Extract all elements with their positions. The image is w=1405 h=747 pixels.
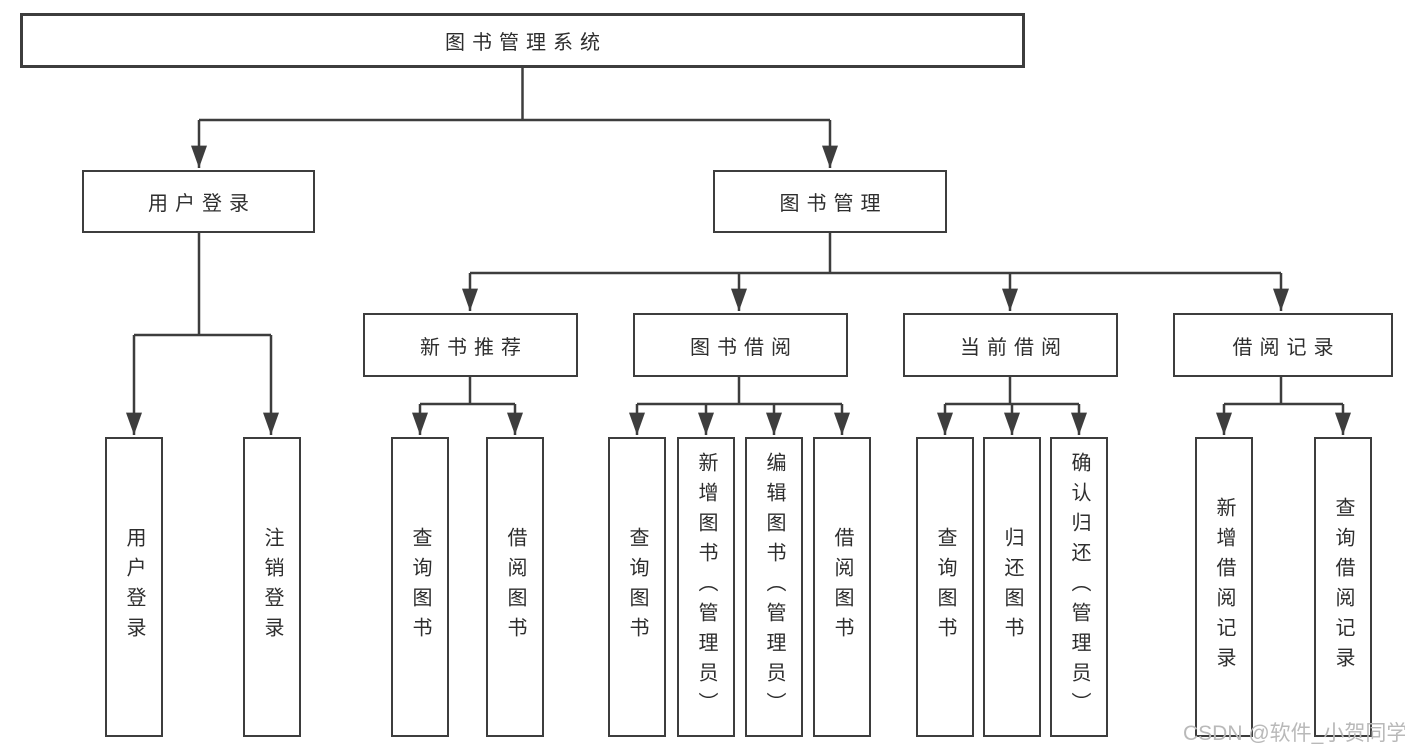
node-current-borrowing: 当前借阅 bbox=[903, 313, 1118, 377]
node-borrowing-records: 借阅记录 bbox=[1173, 313, 1393, 377]
connector-root bbox=[191, 68, 838, 169]
connector-borrowing-records bbox=[1216, 377, 1351, 435]
node-label: 用户登录 bbox=[148, 193, 256, 215]
node-book-borrowing: 图书借阅 bbox=[633, 313, 848, 377]
node-label: 编辑图书（管理员） bbox=[763, 452, 785, 722]
connector-new-book-recommendation bbox=[412, 377, 523, 435]
node-user-login: 用户登录 bbox=[82, 170, 315, 233]
node-label: 图书管理系统 bbox=[445, 32, 607, 54]
node-label: 图书管理 bbox=[779, 193, 888, 215]
leaf-borrow-books-borrowing: 借阅图书 bbox=[813, 437, 871, 737]
node-label: 查询借阅记录 bbox=[1332, 497, 1354, 677]
node-library-management-system: 图书管理系统 bbox=[20, 13, 1025, 68]
node-label: 借阅记录 bbox=[1232, 336, 1341, 359]
leaf-user-login: 用户登录 bbox=[105, 437, 163, 737]
leaf-add-books-admin: 新增图书（管理员） bbox=[677, 437, 735, 737]
leaf-edit-books-admin: 编辑图书（管理员） bbox=[745, 437, 803, 737]
node-label: 借阅图书 bbox=[831, 527, 853, 647]
node-label: 新增借阅记录 bbox=[1213, 497, 1235, 677]
leaf-borrow-books-recommend: 借阅图书 bbox=[486, 437, 544, 737]
node-label: 查询图书 bbox=[409, 527, 431, 647]
node-label: 用户登录 bbox=[123, 527, 145, 647]
node-label: 借阅图书 bbox=[504, 527, 526, 647]
connector-current-borrowing bbox=[937, 377, 1087, 435]
node-label: 归还图书 bbox=[1001, 527, 1023, 647]
leaf-query-books-recommend: 查询图书 bbox=[391, 437, 449, 737]
leaf-return-books: 归还图书 bbox=[983, 437, 1041, 737]
node-label: 新书推荐 bbox=[420, 336, 528, 359]
node-label: 图书借阅 bbox=[690, 336, 798, 359]
node-label: 查询图书 bbox=[934, 527, 956, 647]
node-label: 当前借阅 bbox=[960, 336, 1068, 359]
node-book-management: 图书管理 bbox=[713, 170, 947, 233]
leaf-query-books-current: 查询图书 bbox=[916, 437, 974, 737]
leaf-query-books-borrowing: 查询图书 bbox=[608, 437, 666, 737]
connector-book-management bbox=[462, 233, 1289, 311]
node-label: 新增图书（管理员） bbox=[695, 452, 717, 722]
node-label: 查询图书 bbox=[626, 527, 648, 647]
node-label: 确认归还（管理员） bbox=[1068, 452, 1090, 722]
leaf-confirm-return-admin: 确认归还（管理员） bbox=[1050, 437, 1108, 737]
node-label: 注销登录 bbox=[261, 527, 283, 647]
leaf-add-borrow-record: 新增借阅记录 bbox=[1195, 437, 1253, 737]
connector-book-borrowing bbox=[629, 377, 850, 435]
connector-user-login bbox=[126, 233, 279, 435]
leaf-logout-login: 注销登录 bbox=[243, 437, 301, 737]
node-new-book-recommendation: 新书推荐 bbox=[363, 313, 578, 377]
leaf-query-borrow-record: 查询借阅记录 bbox=[1314, 437, 1372, 737]
